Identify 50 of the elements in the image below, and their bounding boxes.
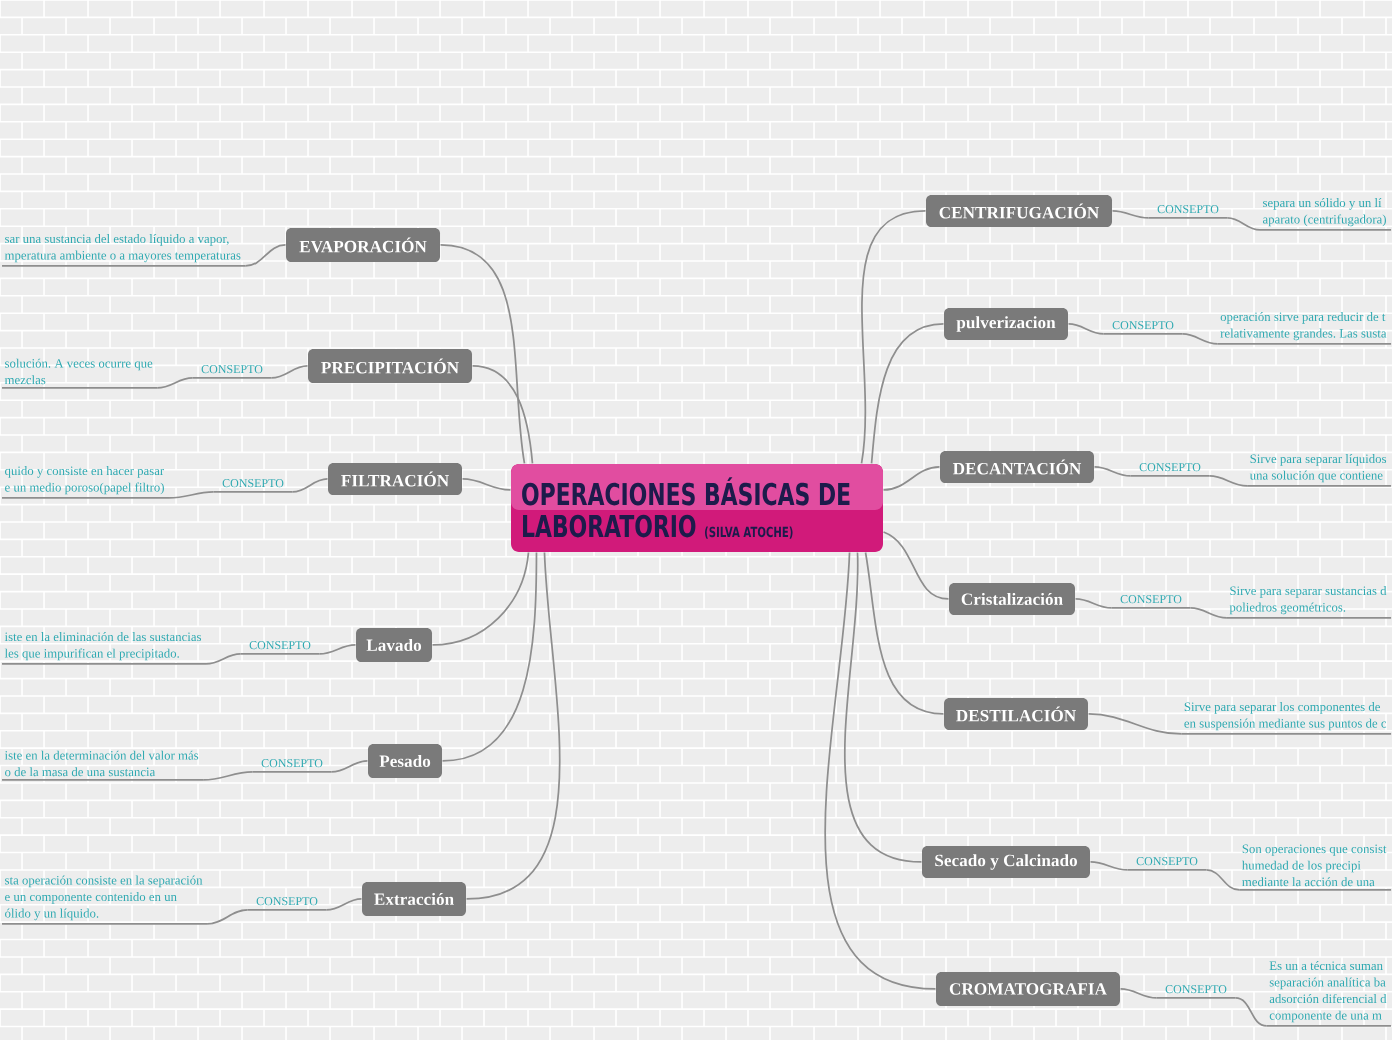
branch-line xyxy=(1093,466,1132,477)
branch-line xyxy=(318,644,357,655)
branch-line xyxy=(1089,861,1129,871)
branch-line xyxy=(439,244,526,465)
branch-line xyxy=(244,244,287,267)
topic-box: Pesado xyxy=(368,743,442,778)
topic-box: FILTRACIÓN xyxy=(328,462,462,495)
branch-line xyxy=(1226,217,1261,231)
branch-line xyxy=(431,551,530,646)
branch-line xyxy=(441,551,538,762)
topic-box: Cristalización xyxy=(949,583,1075,615)
topic-box: DECANTACIÓN xyxy=(940,451,1094,483)
branch-line xyxy=(1234,997,1268,1027)
topic-box: CENTRIFUGACIÓN xyxy=(926,194,1112,227)
topic-box: EVAPORACIÓN xyxy=(286,227,440,262)
branch-line xyxy=(1067,323,1105,335)
branch-line xyxy=(870,323,945,465)
branch-line xyxy=(1111,210,1150,219)
branch-line xyxy=(330,760,369,773)
branch-line xyxy=(465,551,561,900)
branch-line xyxy=(1189,607,1228,619)
branch-line xyxy=(1087,713,1183,735)
branch-line xyxy=(843,551,923,863)
topic-box: PRECIPITACIÓN xyxy=(308,348,472,383)
branch-line xyxy=(206,909,249,925)
branch-line xyxy=(1119,988,1158,999)
branch-line xyxy=(1208,475,1248,487)
branch-line xyxy=(202,771,254,781)
branch-line xyxy=(461,478,512,491)
branch-line xyxy=(860,210,927,465)
topic-box: Extracción xyxy=(362,881,466,916)
branch-line xyxy=(156,377,194,389)
branch-line xyxy=(205,653,242,665)
topic-box: DESTILACIÓN xyxy=(944,697,1088,730)
branch-line xyxy=(168,491,215,499)
branch-line xyxy=(1205,869,1241,891)
branch-line xyxy=(471,365,534,465)
topic-box: Secado y Calcinado xyxy=(922,845,1090,878)
branch-line xyxy=(864,551,945,715)
branch-line xyxy=(325,898,363,911)
topic-box: CROMATOGRAFIA xyxy=(936,971,1120,1006)
branch-line xyxy=(1181,333,1219,345)
branch-line xyxy=(882,531,950,600)
topic-box: pulverizacion xyxy=(944,308,1068,340)
branch-line xyxy=(291,478,329,493)
branch-line xyxy=(824,551,937,990)
branch-line xyxy=(270,365,309,379)
branch-line xyxy=(1074,598,1113,609)
topic-box: Lavado xyxy=(356,627,432,662)
branch-line xyxy=(882,466,941,491)
